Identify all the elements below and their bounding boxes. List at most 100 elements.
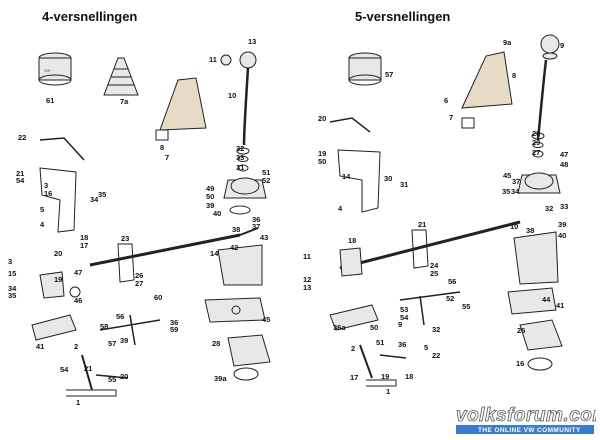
logo-main-text: volksforum.com: [456, 405, 596, 426]
right-part-label-48: 48: [560, 160, 568, 169]
part-61-boot-ring: VW: [38, 52, 72, 86]
part-2-lever-right: [359, 344, 373, 379]
right-part-label-39: 39: [558, 220, 566, 229]
left-part-label-22: 22: [18, 133, 26, 142]
right-part-label-36: 36: [398, 340, 406, 349]
left-part-label-34: 34: [8, 284, 17, 293]
part-1-bracket-right: [366, 379, 397, 387]
right-part-label-40: 40: [558, 231, 566, 240]
right-part-label-17: 17: [350, 373, 358, 382]
left-part-label-46: 46: [74, 296, 82, 305]
part-9-knob: [540, 34, 560, 54]
right-part-label-34: 34: [511, 187, 520, 196]
right-part-label-36a: 36a: [333, 323, 346, 332]
left-part-label-17: 17: [80, 241, 88, 250]
logo-bar: [456, 425, 594, 434]
right-part-label-16: 16: [516, 359, 524, 368]
right-part-label-47: 47: [560, 150, 568, 159]
right-part-label-26: 26: [517, 326, 525, 335]
right-part-label-37: 37: [512, 177, 520, 186]
left-part-label-35: 35: [98, 190, 106, 199]
part-45-base-plate: [204, 297, 266, 323]
right-part-label-41: 41: [556, 301, 564, 310]
left-part-label-26: 26: [135, 271, 143, 280]
left-part-label-39: 39: [120, 336, 128, 345]
right-part-label-55: 55: [462, 302, 470, 311]
right-part-label-53: 53: [400, 305, 408, 314]
right-part-label-35: 35: [502, 187, 510, 196]
part-11-knob-cap: [220, 54, 232, 66]
right-part-label-38: 38: [526, 226, 534, 235]
part-8-shift-lever: [536, 59, 548, 141]
left-part-label-54: 54: [16, 176, 25, 185]
left-part-label-20: 20: [120, 372, 128, 381]
svg-text:VW: VW: [44, 68, 51, 73]
left-part-label-8: 8: [160, 143, 164, 152]
logo-sub-text: THE ONLINE VW COMMUNITY: [478, 427, 581, 434]
left-part-label-4: 4: [40, 220, 45, 229]
right-assembly: [329, 34, 563, 387]
right-part-label-18: 18: [348, 236, 356, 245]
part-44-base-plate: [507, 287, 557, 315]
right-part-label-30: 30: [384, 174, 392, 183]
part-8-clip: [155, 129, 169, 141]
right-part-label-18: 18: [405, 372, 413, 381]
right-part-label-20: 20: [318, 114, 326, 123]
part-26-lower-housing: [519, 319, 563, 351]
part-36a-plate: [329, 304, 379, 331]
part-7-shift-boot: [159, 77, 207, 131]
part-56-linkage: [99, 314, 161, 346]
part-3-bracket: [39, 167, 77, 233]
left-part-label-32: 32: [236, 144, 244, 153]
left-part-label-45: 45: [262, 315, 270, 324]
part-2-lever: [81, 354, 93, 391]
right-part-label-50: 50: [370, 323, 378, 332]
left-part-label-19: 19: [54, 275, 62, 284]
right-part-label-31: 31: [400, 180, 408, 189]
right-part-label-45: 45: [503, 171, 511, 180]
left-part-labels: 1311103233315152495036373940384342452839…: [8, 37, 270, 407]
right-part-label-9: 9: [398, 320, 402, 329]
left-part-label-40: 40: [213, 209, 221, 218]
part-10-shift-rod: [339, 220, 521, 270]
left-part-label-61: 61: [46, 96, 54, 105]
left-part-label-51: 51: [262, 168, 270, 177]
part-13-knob: [239, 51, 257, 69]
left-part-label-21: 21: [84, 364, 92, 373]
right-part-label-5: 5: [424, 343, 428, 352]
left-part-label-28: 28: [212, 339, 220, 348]
right-part-label-9: 9: [560, 41, 564, 50]
right-part-label-10: 10: [510, 222, 518, 231]
left-part-label-36: 36: [170, 318, 178, 327]
right-part-label-19: 19: [318, 149, 326, 158]
left-part-label-11: 11: [209, 55, 217, 64]
right-part-label-50: 50: [318, 157, 326, 166]
part-21-bracket: [411, 229, 429, 269]
left-part-label-58: 58: [100, 322, 108, 331]
right-part-label-19: 19: [381, 372, 389, 381]
left-part-label-39: 39: [206, 201, 214, 210]
left-part-label-20: 20: [54, 249, 62, 258]
right-part-label-7: 7: [449, 113, 453, 122]
part-14-bracket: [337, 149, 381, 213]
right-part-label-51: 51: [376, 338, 384, 347]
left-part-label-42: 42: [230, 243, 238, 252]
left-part-label-38: 38: [232, 225, 240, 234]
left-part-label-39a: 39a: [214, 374, 227, 383]
left-part-label-41: 41: [36, 342, 44, 351]
part-1-bracket: [66, 389, 117, 397]
left-part-label-14: 14: [210, 249, 219, 258]
title-4-speed: 4-versnellingen: [42, 9, 138, 24]
left-part-label-16: 16: [44, 189, 52, 198]
right-part-label-22: 22: [432, 351, 440, 360]
left-part-label-55: 55: [108, 375, 116, 384]
part-9a-knob-ring: [542, 52, 558, 60]
part-28-lower-housing: [227, 334, 271, 367]
part-6-shift-boot: [461, 51, 513, 109]
left-part-label-35: 35: [8, 291, 16, 300]
right-part-label-57: 57: [385, 70, 393, 79]
left-part-label-50: 50: [206, 192, 214, 201]
part-41-plate: [31, 314, 77, 341]
left-part-label-10: 10: [228, 91, 236, 100]
